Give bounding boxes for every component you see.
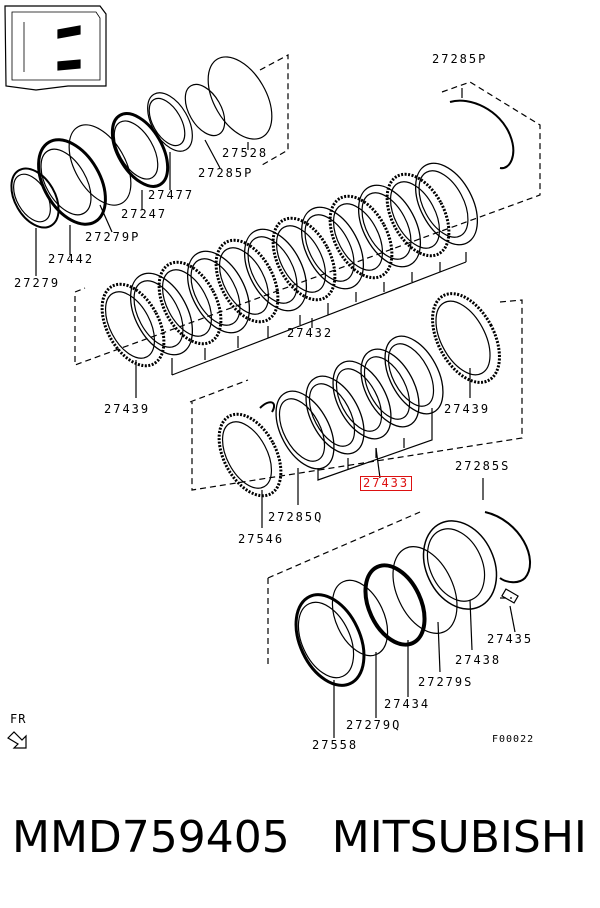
brake-plate [275,390,335,470]
clutch-plate-inner [161,269,213,337]
brake-plate [431,292,501,384]
clutch-plate-inner [133,280,184,348]
label-27285P-top[interactable]: 27285P [432,52,488,66]
clutch-plate [100,282,166,368]
label-27528[interactable]: 27528 [222,146,269,160]
label-27442[interactable]: 27442 [48,252,95,266]
brake-plate [332,360,392,440]
clutch-plate [328,194,394,280]
part-number: MMD759405 [12,812,290,863]
label-27434[interactable]: 27434 [384,697,431,711]
clutch-plate [414,162,479,246]
label-27432[interactable]: 27432 [287,326,334,340]
clutch-plate-inner [275,225,327,293]
housing-thumbnail-icon [4,5,107,91]
clutch-plate-inner [361,192,412,260]
clutch-plate-inner [389,181,441,249]
label-27477[interactable]: 27477 [148,188,195,202]
label-27439-left[interactable]: 27439 [104,402,151,416]
brake-plate [360,348,420,428]
brake-plate [217,412,283,498]
front-direction-arrow-icon [7,731,27,749]
clutch-plate [186,250,251,334]
label-27279S[interactable]: 27279S [418,675,474,689]
label-27546[interactable]: 27546 [238,532,285,546]
clutch-plate [271,216,337,302]
brake-plate-inner [435,300,491,376]
brake-plate-inner [335,368,383,432]
brake-plate-inner [308,383,356,447]
clutch-plate-inner [332,203,384,271]
clutch-plate-inner [304,214,355,282]
clutch-plate-inner [247,236,298,304]
product-caption: MMD759405 MITSUBISHI [12,812,600,863]
label-27285Q[interactable]: 27285Q [268,510,324,524]
label-27247[interactable]: 27247 [121,207,168,221]
brake-plate [384,335,444,415]
clutch-plate-inner [418,170,469,238]
figure-code: F00022 [492,734,535,745]
clutch-plate [300,206,365,290]
brake-plate-inner [221,421,273,489]
brake-plate [305,375,365,455]
label-27438[interactable]: 27438 [455,653,502,667]
clutch-plate [385,172,451,258]
clutch-plate-inner [104,291,156,359]
clutch-plate [243,228,308,312]
brake-plate-inner [278,398,326,462]
label-27285S[interactable]: 27285S [455,459,511,473]
label-27279P[interactable]: 27279P [85,230,141,244]
front-direction-label: FR [10,712,27,726]
label-27439-right[interactable]: 27439 [444,402,491,416]
clutch-plate [157,260,223,346]
clutch-plate [129,272,194,356]
label-27285P[interactable]: 27285P [198,166,254,180]
clutch-plate-inner [218,247,270,315]
brand-name: MITSUBISHI [331,812,587,863]
label-27433-highlighted[interactable]: 27433 [360,476,413,491]
brake-plate-inner [387,343,435,407]
exploded-parts-diagram: 27285P 27528 27285P 27477 27247 27279P 2… [4,5,541,752]
label-27279Q[interactable]: 27279Q [346,718,402,732]
clutch-plate [357,184,422,268]
diagram-drawing [4,5,541,749]
clutch-plate-inner [190,258,241,326]
label-27279[interactable]: 27279 [14,276,61,290]
label-27558[interactable]: 27558 [312,738,359,752]
clutch-plate [214,238,280,324]
label-27435[interactable]: 27435 [487,632,534,646]
brake-plate-inner [363,356,411,420]
